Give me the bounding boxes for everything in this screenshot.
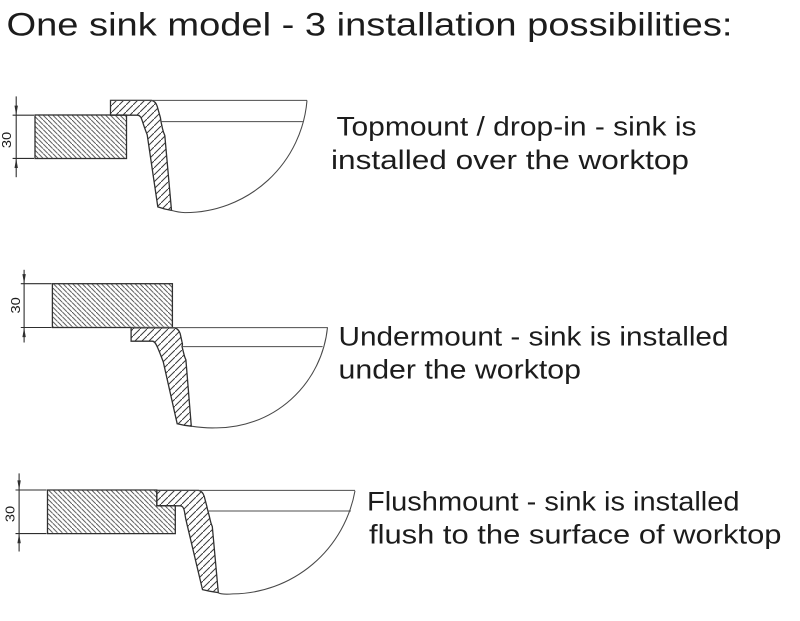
svg-text:installed over the worktop: installed over the worktop <box>331 145 689 175</box>
svg-text:flush to the surface of workto: flush to the surface of worktop <box>369 520 782 550</box>
svg-text:under the worktop: under the worktop <box>339 355 582 385</box>
svg-text:30: 30 <box>0 132 14 148</box>
svg-text:30: 30 <box>2 506 17 522</box>
svg-text:Flushmount - sink is installed: Flushmount - sink is installed <box>367 487 740 517</box>
svg-text:30: 30 <box>8 297 23 313</box>
svg-text:Topmount / drop-in - sink is: Topmount / drop-in - sink is <box>337 111 697 141</box>
svg-text:Undermount - sink is installed: Undermount - sink is installed <box>339 321 729 351</box>
svg-text:One sink model - 3 installatio: One sink model - 3 installation possibil… <box>7 7 733 43</box>
